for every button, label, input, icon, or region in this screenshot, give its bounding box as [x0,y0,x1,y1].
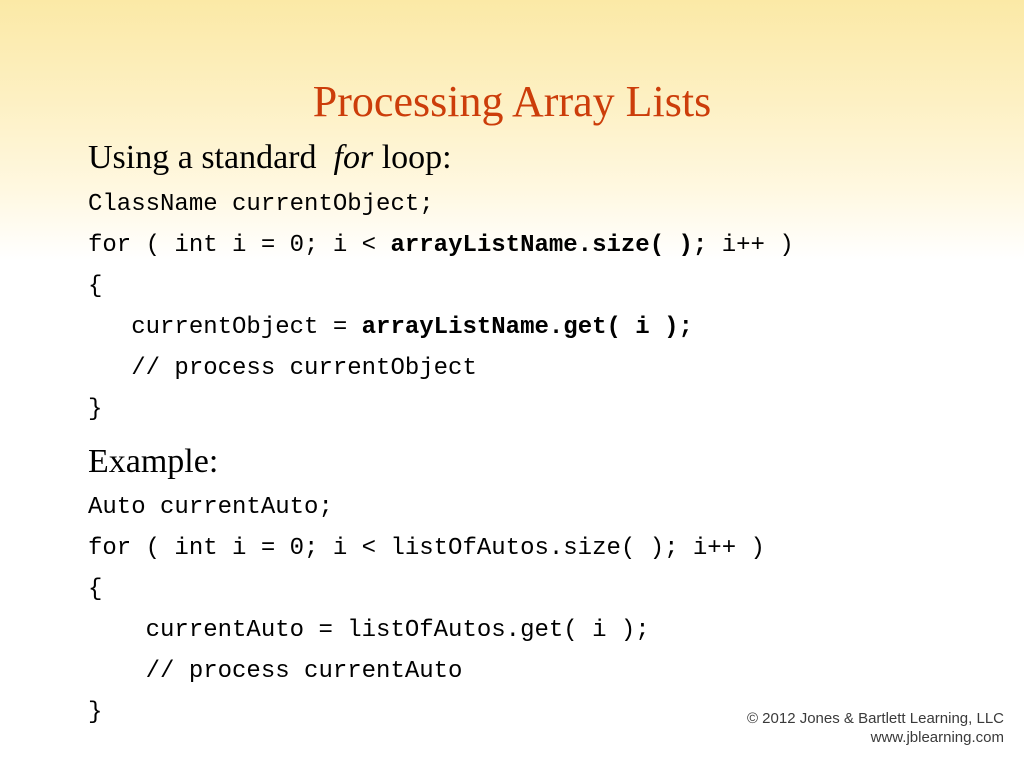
code-text: i++ ) [707,232,794,259]
heading-text-before: Using a standard [88,139,334,176]
heading-text-after: loop: [373,139,452,176]
code-text: } [88,396,103,423]
section-heading-example: Example: [88,443,219,480]
code-text: { [88,576,103,603]
code-text: } [88,699,103,726]
copyright-text: © 2012 Jones & Bartlett Learning, LLC [746,710,1004,727]
slide-title: Processing Array Lists [312,77,712,126]
template-code-line: ClassName currentObject; [88,189,434,221]
code-text: currentAuto = listOfAutos.get( i ); [88,617,650,644]
code-text: for ( int i = 0; i < listOfAutos.size( )… [88,535,765,562]
example-code-line: currentAuto = listOfAutos.get( i ); [88,615,650,647]
code-text: { [88,273,103,300]
example-code-line: // process currentAuto [88,656,463,688]
template-code-line: currentObject = arrayListName.get( i ); [88,312,693,344]
example-code-line: } [88,697,102,729]
code-text: // process currentObject [88,355,477,382]
code-text: Auto currentAuto; [88,494,333,521]
template-code-line: // process currentObject [88,353,477,385]
example-code-line: Auto currentAuto; [88,492,333,524]
template-code-line: } [88,394,102,426]
code-text: // process currentAuto [88,658,463,685]
code-text: currentObject = [88,314,362,341]
example-code-line: { [88,574,102,606]
code-emphasis: arrayListName.get( i ); [361,314,693,341]
example-code-line: for ( int i = 0; i < listOfAutos.size( )… [88,533,765,565]
website-text: www.jblearning.com [870,729,1004,746]
code-text: for ( int i = 0; i < [88,232,391,259]
section-heading-for-loop: Using a standard for loop: [88,138,452,178]
heading-keyword: for [333,139,374,176]
copyright-notice: © 2012 Jones & Bartlett Learning, LLC ww… [747,709,1004,747]
template-code-line: { [88,271,102,303]
template-code-line: for ( int i = 0; i < arrayListName.size(… [88,230,794,262]
code-text: ClassName currentObject; [88,191,434,218]
code-emphasis: arrayListName.size( ); [390,232,708,259]
